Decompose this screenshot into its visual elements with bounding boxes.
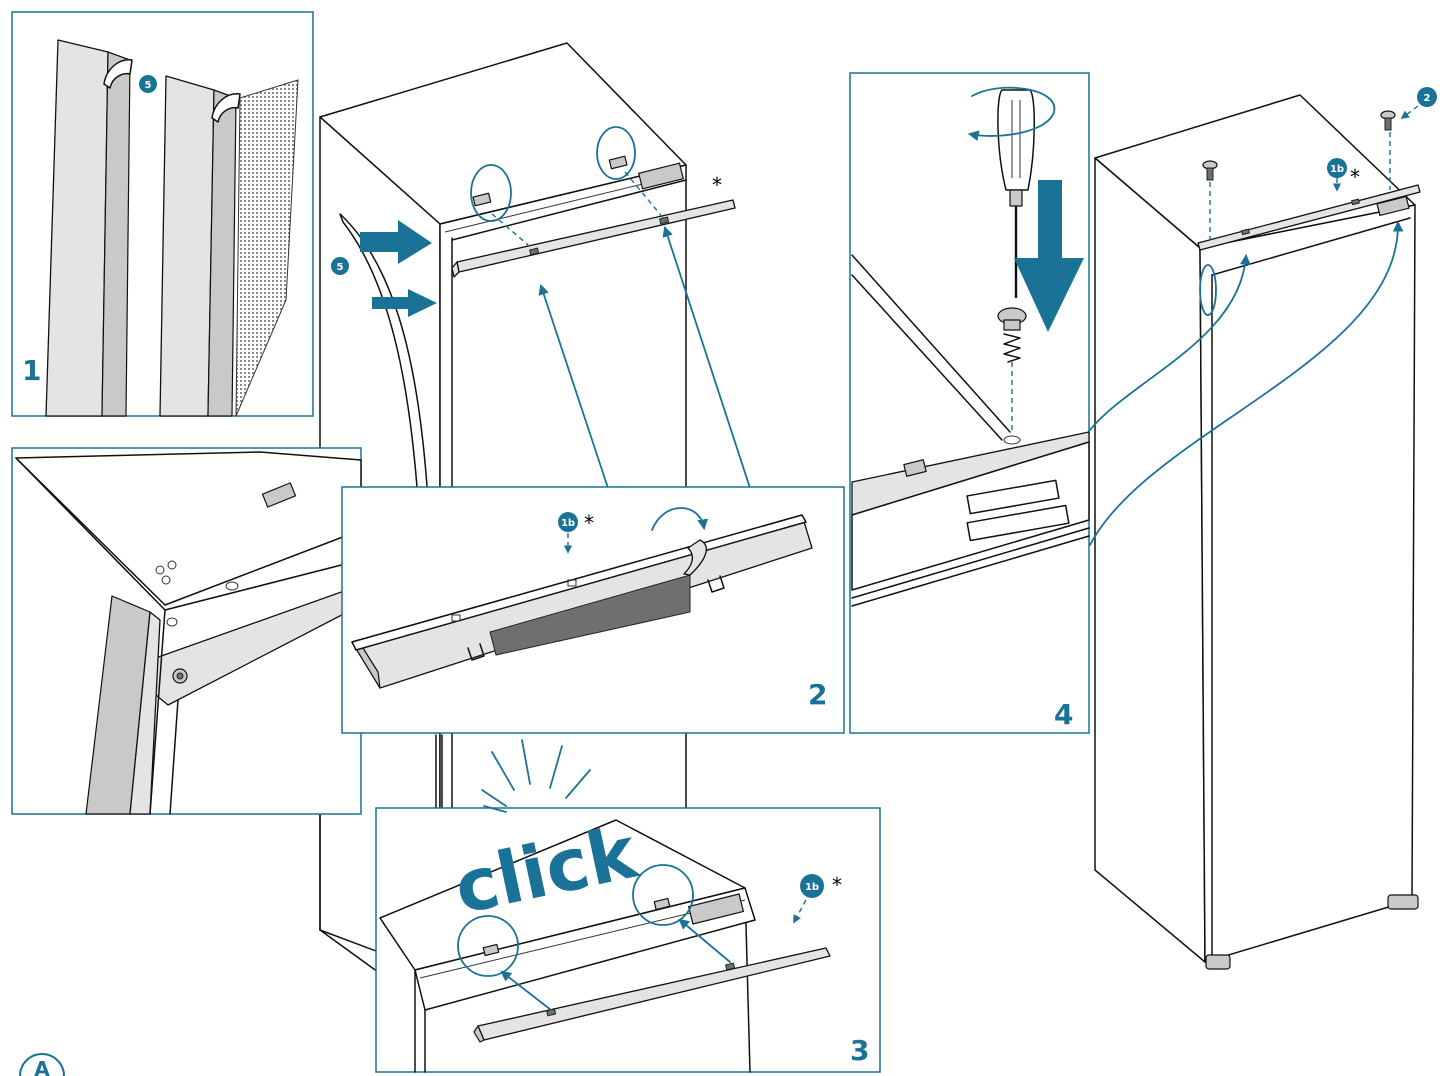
asterisk-right: * bbox=[1350, 165, 1360, 189]
panel-hinge-detail bbox=[11, 447, 362, 815]
badge-1b-panel3: 1b bbox=[805, 882, 819, 893]
badge-2: 2 bbox=[1417, 87, 1437, 107]
screw-icon-panel4 bbox=[997, 307, 1027, 363]
badge-1b-right: 1b bbox=[1327, 158, 1347, 192]
badge-1b-panel2: 1b bbox=[561, 518, 575, 529]
panel-4-number: 4 bbox=[1054, 698, 1073, 731]
screw-icon-2 bbox=[1380, 110, 1396, 131]
right-appliance bbox=[1089, 94, 1421, 970]
screw-icon-1 bbox=[1202, 160, 1218, 181]
corner-badge: A bbox=[19, 1053, 65, 1076]
panel-1-number: 1 bbox=[22, 354, 41, 387]
screwdriver-icon bbox=[997, 89, 1036, 430]
panel-1: 5 1 bbox=[11, 11, 314, 417]
panel-3: 1b * 3 bbox=[375, 807, 881, 1073]
badge-5-central: 5 bbox=[331, 257, 349, 275]
panel-3-number: 3 bbox=[850, 1034, 869, 1067]
svg-text:1b: 1b bbox=[1330, 164, 1344, 175]
asterisk-central: * bbox=[712, 173, 722, 197]
svg-text:2: 2 bbox=[1424, 93, 1431, 104]
panel-2-number: 2 bbox=[808, 678, 827, 711]
badge-5-panel1: 5 bbox=[145, 80, 152, 91]
svg-text:5: 5 bbox=[337, 262, 344, 273]
asterisk-panel2: * bbox=[584, 511, 594, 535]
panel-4: 4 bbox=[849, 72, 1090, 734]
svg-text:A: A bbox=[34, 1057, 50, 1076]
panel-2: 1b * 2 bbox=[341, 486, 845, 734]
asterisk-panel3: * bbox=[832, 873, 842, 897]
